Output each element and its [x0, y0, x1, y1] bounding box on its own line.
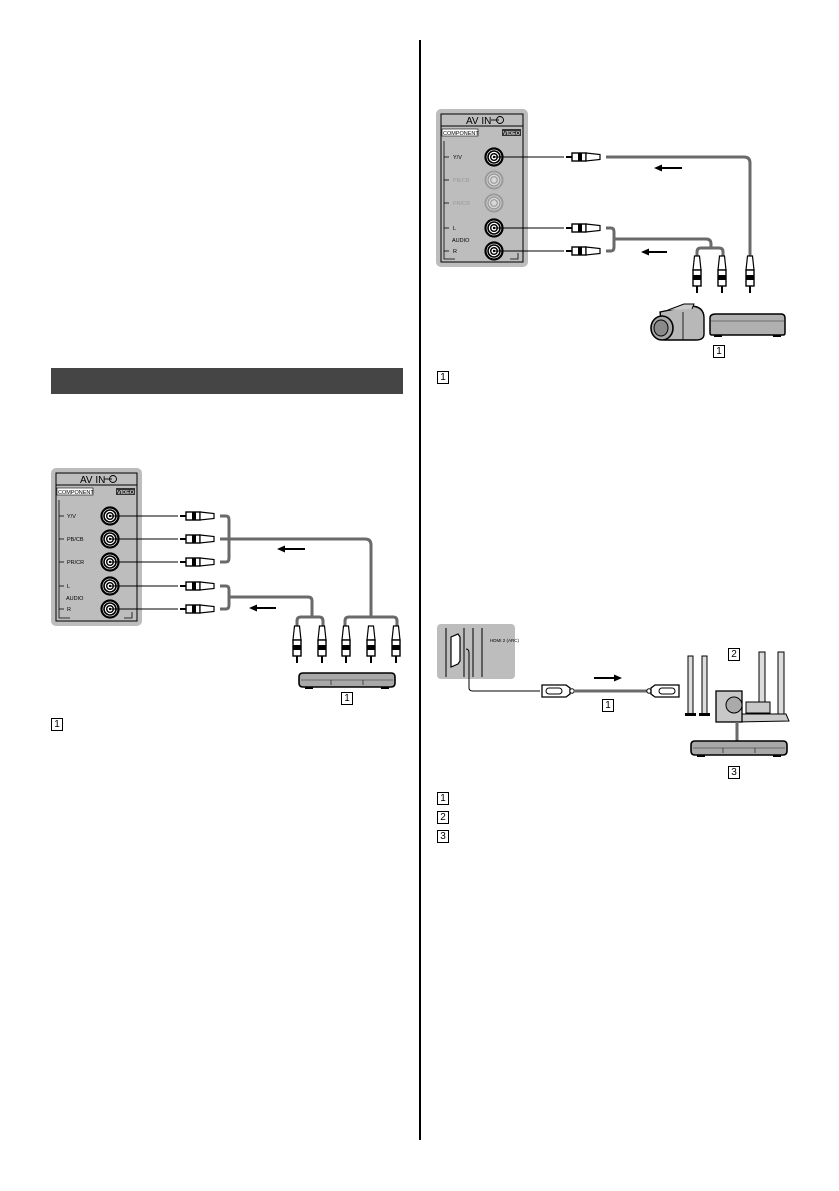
component-cable — [110, 511, 401, 664]
legend-left: 1 — [51, 718, 69, 731]
camcorder-icon — [650, 303, 705, 341]
audio-label: AUDIO — [452, 238, 470, 244]
arrow-left-icon — [277, 545, 305, 553]
jack-label: L — [67, 584, 70, 590]
callout-1: 1 — [713, 345, 725, 358]
legend-right-bottom: 1 2 3 — [437, 792, 455, 843]
hdmi-cable — [465, 648, 680, 698]
panel-title: AV IN — [466, 116, 491, 127]
legend-num: 1 — [51, 718, 63, 731]
section-header — [51, 368, 403, 394]
panel-title: AV IN — [80, 475, 105, 486]
av-in-panel-left: AV IN COMPONENT VIDEO Y/V PB/CB PR/CR L … — [51, 468, 142, 626]
video-label: VIDEO — [503, 131, 521, 137]
jack-label: Y/V — [453, 155, 462, 161]
hdmi-port-label: HDMI 2 (ARC) — [490, 638, 520, 643]
jack-label: PB/CB — [453, 178, 470, 184]
legend-num: 1 — [437, 371, 449, 384]
jack-pr-inactive — [484, 193, 504, 213]
callout-3: 3 — [728, 766, 740, 779]
jack-label: R — [453, 249, 457, 255]
jack-pb-inactive — [484, 170, 504, 190]
set-top-box-icon — [709, 313, 786, 337]
home-theater-speakers-icon — [685, 651, 790, 741]
component-label: COMPONENT — [443, 131, 479, 137]
arrow-right-icon — [594, 674, 622, 682]
legend-right-top: 1 — [437, 371, 455, 384]
jack-label: PR/CR — [67, 560, 84, 566]
jack-label: PR/CR — [453, 201, 470, 207]
input-arrow-icon — [491, 116, 504, 124]
hdmi-port-panel: HDMI 2 (ARC) — [437, 624, 520, 679]
callout-1: 1 — [341, 692, 353, 705]
legend-num: 1 — [437, 792, 449, 805]
legend-num: 2 — [437, 811, 449, 824]
callout-2: 2 — [728, 648, 740, 661]
jack-label: PB/CB — [67, 537, 84, 543]
composite-cable — [494, 152, 755, 294]
dvd-player-icon — [298, 672, 396, 690]
input-arrow-icon — [104, 475, 117, 483]
jack-label: L — [453, 226, 456, 232]
arrow-left-icon — [249, 604, 276, 612]
jack-label: Y/V — [67, 514, 76, 520]
callout-1: 1 — [602, 699, 614, 712]
legend-num: 3 — [437, 830, 449, 843]
av-in-panel-right: AV IN COMPONENT VIDEO Y/V PB/CB PR/CR L … — [436, 109, 528, 267]
arrow-left-icon — [654, 164, 682, 172]
jack-label: R — [67, 607, 71, 613]
component-label: COMPONENT — [58, 490, 94, 496]
video-label: VIDEO — [117, 490, 135, 496]
arrow-left-icon — [641, 248, 667, 256]
audio-label: AUDIO — [66, 596, 84, 602]
blu-ray-player-icon — [690, 740, 788, 758]
column-divider — [419, 40, 421, 1140]
